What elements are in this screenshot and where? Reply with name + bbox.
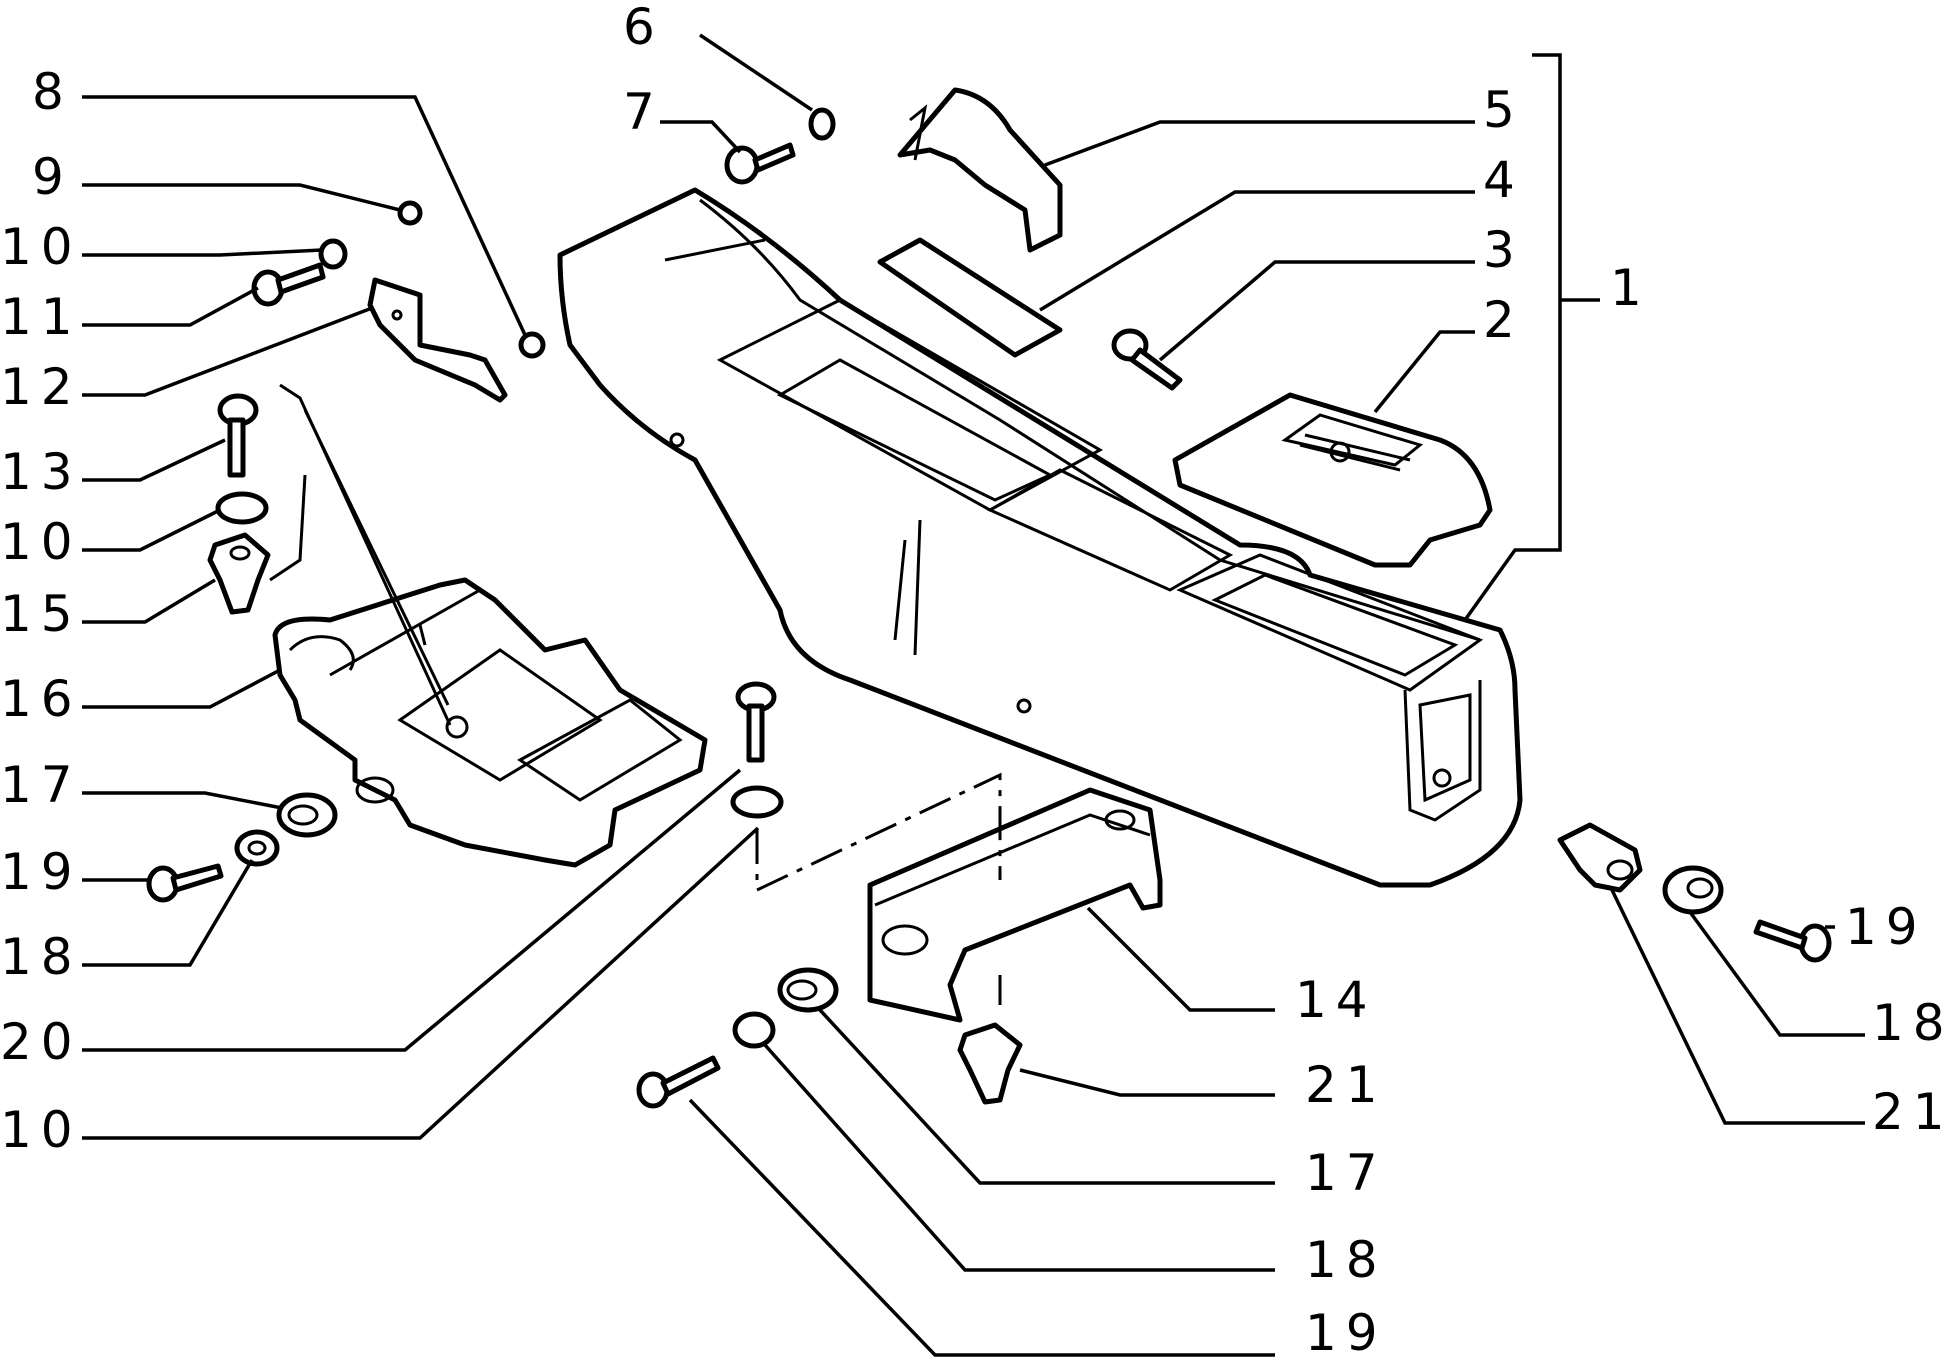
screw-13 [217, 393, 259, 478]
nut-9 [397, 200, 423, 226]
screw-20 [735, 681, 777, 763]
callout-18-a: 18 [0, 928, 82, 986]
assembly-lines [269, 383, 1002, 1005]
callout-21-b: 21 [1872, 1083, 1945, 1141]
callout-8: 8 [32, 63, 73, 121]
callout-11: 11 [0, 288, 82, 346]
clip-5 [897, 87, 1063, 253]
grommet-17-left [276, 792, 338, 838]
callout-10-c: 10 [0, 1101, 82, 1159]
bushing-18-left [234, 829, 280, 867]
callout-6: 6 [623, 0, 664, 56]
screw-19-bottom [636, 1055, 721, 1109]
console-lid [1172, 392, 1493, 568]
callout-13: 13 [0, 443, 82, 501]
callout-19-a: 19 [0, 843, 82, 901]
clip-nut-15 [207, 532, 271, 615]
washer-10-top [318, 238, 348, 270]
callout-17-b: 17 [1305, 1144, 1387, 1202]
center-console [557, 187, 1523, 888]
callout-14: 14 [1295, 971, 1377, 1029]
callout-18-b: 18 [1305, 1231, 1387, 1289]
callout-17-a: 17 [0, 756, 82, 814]
leader-lines [82, 33, 1865, 1357]
screw-3 [1111, 328, 1183, 391]
callout-4: 4 [1483, 151, 1524, 209]
callout-5: 5 [1483, 81, 1524, 139]
washer-10-low [730, 785, 784, 819]
callout-16: 16 [0, 670, 82, 728]
callout-10-b: 10 [0, 513, 82, 571]
callout-12: 12 [0, 358, 82, 416]
screw-19-left [146, 863, 224, 903]
screw-19-right [1753, 919, 1832, 963]
grommet-17-bottom [777, 967, 839, 1013]
clip-nut-21-right [1557, 822, 1643, 893]
bolt-11 [251, 262, 326, 307]
callout-19-c: 19 [1845, 898, 1927, 956]
callout-3: 3 [1483, 221, 1524, 279]
nut-8 [518, 331, 546, 359]
bushing-18-bottom [732, 1011, 776, 1049]
washer-10-mid [215, 491, 269, 525]
base-frame-16 [272, 577, 708, 868]
bushing-18-right [1662, 865, 1724, 915]
callout-7: 7 [623, 83, 664, 141]
callout-18-c: 18 [1872, 994, 1945, 1052]
callout-9: 9 [32, 148, 73, 206]
clip-nut-21-bottom [957, 1022, 1023, 1105]
washer-6 [808, 107, 836, 141]
callout-19-b: 19 [1305, 1304, 1387, 1362]
callout-21-a: 21 [1305, 1056, 1387, 1114]
support-14 [867, 787, 1163, 1023]
callout-15: 15 [0, 585, 82, 643]
bracket-12 [367, 277, 508, 403]
callout-10-a: 10 [0, 218, 82, 276]
callout-1: 1 [1610, 259, 1651, 317]
pad-4 [877, 237, 1063, 358]
bolt-7 [724, 142, 796, 185]
callout-2: 2 [1483, 291, 1524, 349]
callout-20: 20 [0, 1013, 82, 1071]
